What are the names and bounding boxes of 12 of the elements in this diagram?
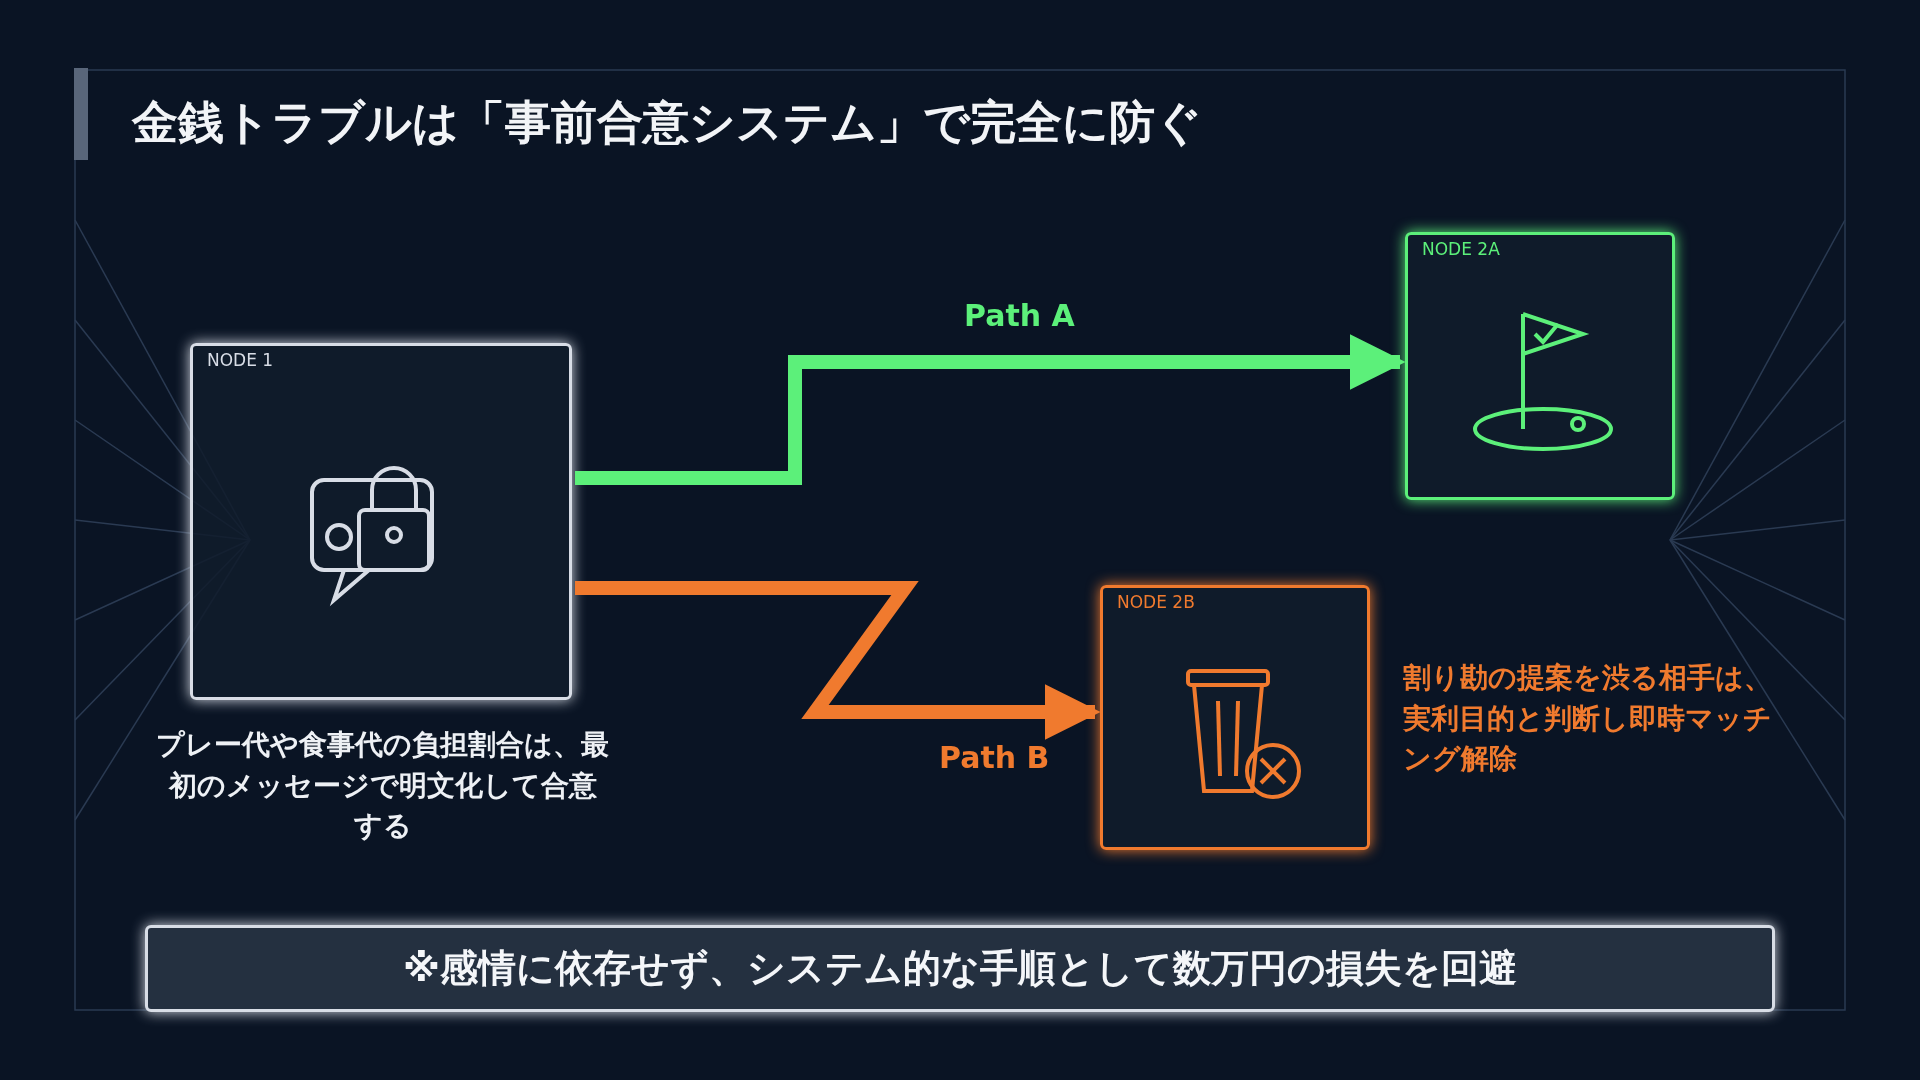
node-panel	[1100, 585, 1370, 850]
arrow	[575, 334, 1406, 485]
caption-text: 割り勘の提案を渋る相手は、実利目的と判断し即時マッチング解除	[1403, 660, 1773, 778]
arrow	[575, 581, 1101, 740]
node-panel	[190, 343, 572, 700]
title: 金銭トラブルは「事前合意システム」で完全に防ぐ	[74, 68, 1202, 160]
node-panel	[1405, 232, 1675, 500]
banner: ※感情に依存せず、システム的な手順として数万円の損失を回避	[145, 925, 1775, 1012]
node-tag: NODE 1	[207, 350, 274, 370]
caption-text: プレー代や食事代の負担割合は、最初のメッセージで明文化して合意する	[155, 727, 610, 845]
node-tag: NODE 2B	[1117, 592, 1195, 612]
node-tag: NODE 2A	[1422, 239, 1500, 259]
